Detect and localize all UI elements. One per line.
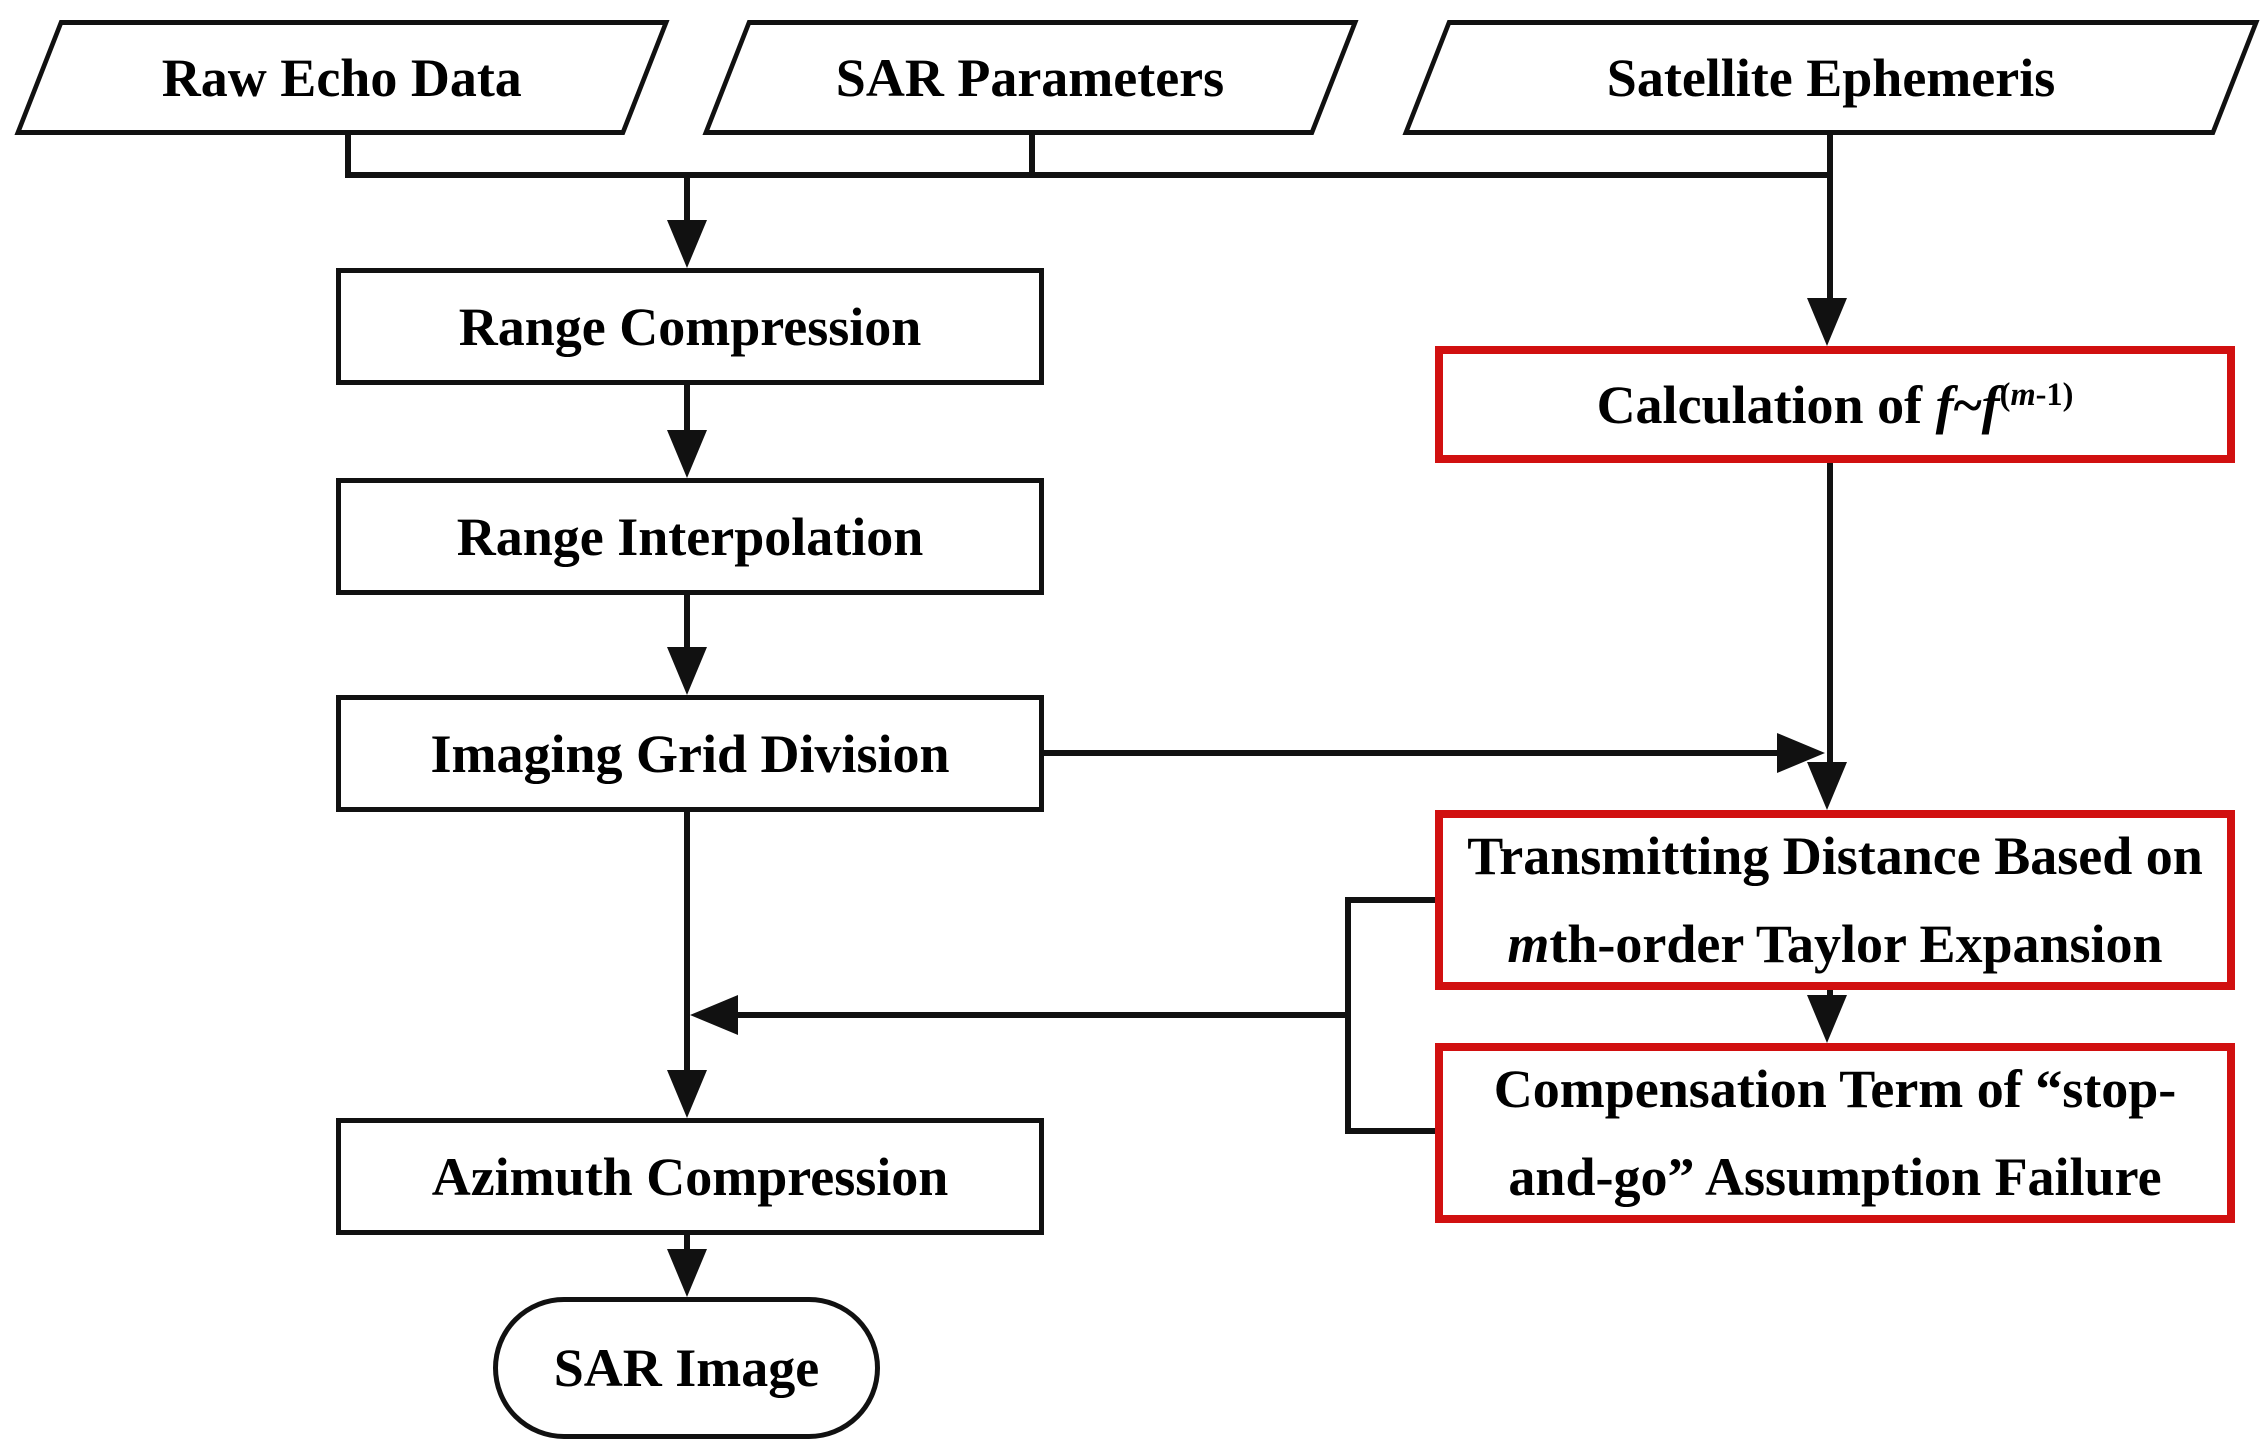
node-label: SAR Image — [553, 1338, 820, 1398]
connector-bracket-to-azimuth-line — [738, 1012, 1351, 1018]
bracket-stub-compensation — [1351, 1128, 1435, 1134]
connector-satellite-to-calculation — [1827, 135, 1833, 302]
node-label: SAR Parameters — [836, 47, 1225, 108]
input-parallelogram-sar-parameters: SAR Parameters — [702, 20, 1359, 135]
arrowhead-into-range-interpolation — [667, 430, 707, 478]
arrowhead-into-azimuth-line-left — [690, 995, 738, 1035]
node-label: Calculation of f~f(m-1) — [1596, 374, 2074, 435]
connector-interpolation-to-grid-division — [684, 595, 690, 649]
node-label: Raw Echo Data — [162, 47, 522, 108]
arrowhead-into-azimuth-compression — [667, 1070, 707, 1118]
arrowhead-into-imaging-grid-division — [667, 647, 707, 695]
input-parallelogram-raw-echo-data: Raw Echo Data — [14, 20, 670, 135]
connector-bus-to-range-compression — [684, 178, 690, 222]
node-label: Range Compression — [458, 296, 922, 357]
process-box-range-compression: Range Compression — [336, 268, 1044, 385]
arrowhead-into-calculation — [1807, 298, 1847, 346]
node-label: Azimuth Compression — [431, 1146, 949, 1207]
connector-range-compression-to-interpolation — [684, 385, 690, 432]
connector-transmitting-to-compensation — [1827, 990, 1833, 997]
connector-grid-division-to-azimuth — [684, 812, 690, 1072]
arrowhead-into-range-compression — [667, 220, 707, 268]
process-box-range-interpolation: Range Interpolation — [336, 478, 1044, 595]
node-label: Compensation Term of “stop-and-go” Assum… — [1493, 1059, 2177, 1207]
node-label: Satellite Ephemeris — [1606, 47, 2056, 108]
process-box-azimuth-compression: Azimuth Compression — [336, 1118, 1044, 1235]
node-label: Range Interpolation — [456, 506, 924, 567]
connector-calculation-to-transmitting — [1827, 463, 1833, 764]
connector-grid-division-to-junction — [1044, 750, 1777, 756]
terminal-sar-image: SAR Image — [493, 1297, 880, 1439]
connector-input-bus — [345, 172, 1833, 178]
node-label: Imaging Grid Division — [430, 723, 950, 784]
input-parallelogram-satellite-ephemeris: Satellite Ephemeris — [1402, 20, 2260, 135]
highlight-box-calculation-f-derivatives: Calculation of f~f(m-1) — [1435, 346, 2235, 463]
arrowhead-junction-right — [1777, 733, 1825, 773]
connector-sar-parameters-stub — [1029, 135, 1035, 178]
process-box-imaging-grid-division: Imaging Grid Division — [336, 695, 1044, 812]
highlight-box-compensation-term: Compensation Term of “stop-and-go” Assum… — [1435, 1043, 2235, 1223]
arrowhead-into-compensation-term — [1807, 995, 1847, 1043]
connector-raw-echo-stub — [345, 133, 351, 178]
bracket-stub-transmitting — [1351, 897, 1435, 903]
connector-azimuth-to-sar-image — [684, 1235, 690, 1251]
arrowhead-into-sar-image — [667, 1249, 707, 1297]
